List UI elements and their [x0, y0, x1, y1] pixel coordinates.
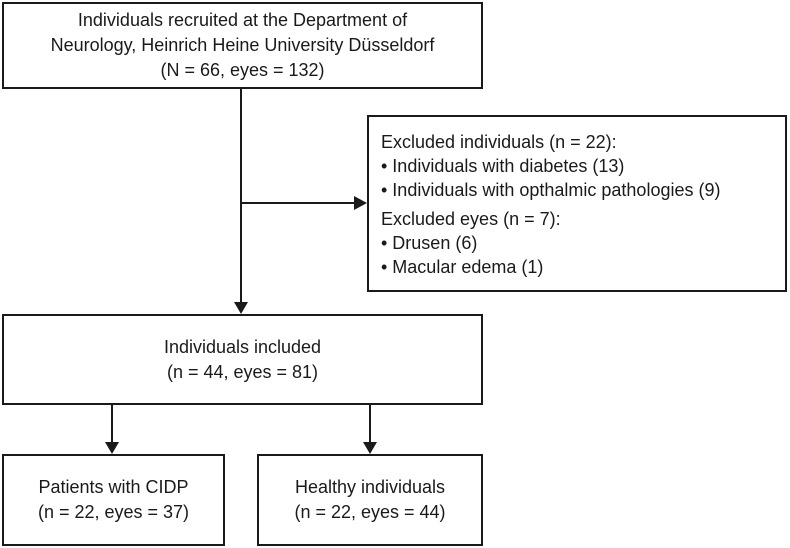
excluded-heading-individuals: Excluded individuals (n = 22):	[381, 132, 617, 152]
cidp-line-1: Patients with CIDP	[38, 477, 189, 497]
box-healthy: Healthy individuals (n = 22, eyes = 44)	[257, 454, 483, 546]
excluded-bullet-diabetes: • Individuals with diabetes (13)	[381, 156, 625, 176]
cidp-line-2: (n = 22, eyes = 37)	[37, 502, 190, 522]
excluded-heading-eyes: Excluded eyes (n = 7):	[381, 209, 561, 229]
connector-included-to-cidp	[111, 405, 113, 443]
included-line-2: (n = 44, eyes = 81)	[166, 361, 319, 382]
down-arrowhead-icon	[363, 442, 377, 454]
right-arrowhead-icon	[354, 196, 367, 210]
healthy-line-2: (n = 22, eyes = 44)	[294, 502, 446, 522]
included-line-1: Individuals included	[163, 336, 322, 357]
recruited-line-3: (N = 66, eyes = 132)	[160, 60, 325, 80]
connector-branch-to-excluded	[241, 202, 354, 204]
box-cidp: Patients with CIDP (n = 22, eyes = 37)	[2, 454, 225, 546]
down-arrowhead-icon	[105, 442, 119, 454]
box-included: Individuals included (n = 44, eyes = 81)	[2, 314, 483, 405]
connector-recruited-to-included	[240, 89, 242, 303]
connector-included-to-healthy	[369, 405, 371, 443]
down-arrowhead-icon	[234, 302, 248, 314]
excluded-bullet-opthalmic: • Individuals with opthalmic pathologies…	[381, 180, 721, 200]
healthy-line-1: Healthy individuals	[294, 477, 446, 497]
box-excluded: Excluded individuals (n = 22): • Individ…	[367, 115, 787, 292]
box-recruited: Individuals recruited at the Department …	[2, 2, 483, 89]
recruited-line-2: Neurology, Heinrich Heine University Düs…	[50, 35, 435, 55]
recruited-line-1: Individuals recruited at the Department …	[77, 10, 408, 30]
excluded-bullet-macular-edema: • Macular edema (1)	[381, 257, 544, 277]
excluded-bullet-drusen: • Drusen (6)	[381, 233, 478, 253]
